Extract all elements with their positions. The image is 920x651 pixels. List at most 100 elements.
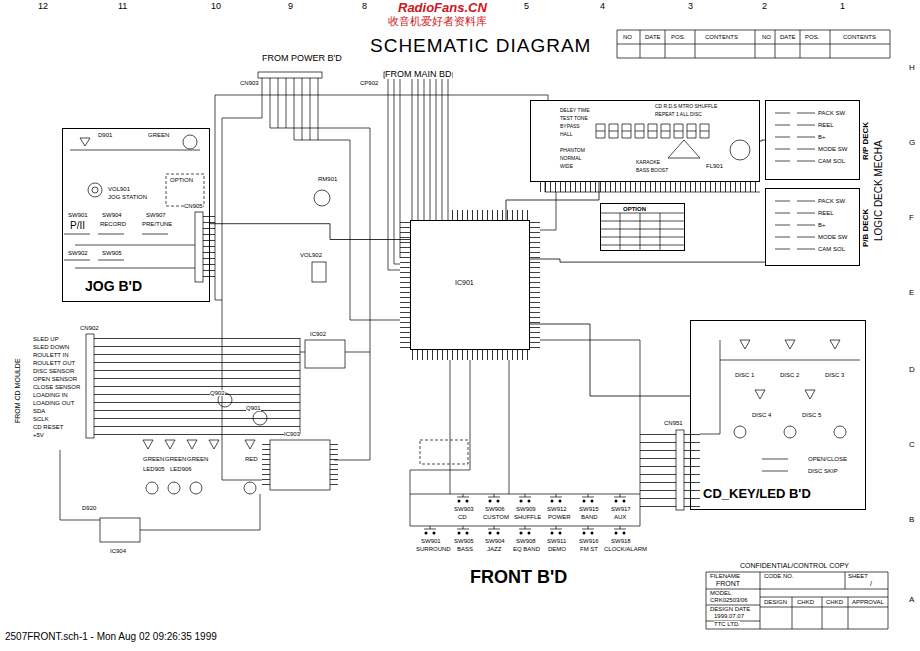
display-legend: TEST TONE xyxy=(560,116,588,121)
signal-name: LOADING IN xyxy=(33,392,68,398)
connector-body xyxy=(676,430,684,510)
table-header: CONTENTS xyxy=(843,34,876,40)
watermark: 收音机爱好者资料库 xyxy=(388,16,487,27)
title-block-text: MODEL xyxy=(710,590,731,596)
deck-signal: PACK SW xyxy=(818,198,845,204)
switch-function: PRE/TUNE xyxy=(142,221,172,227)
grid-number: 10 xyxy=(211,2,221,11)
deck-signal: CAM SOL xyxy=(818,158,845,164)
part-ref: SW905 xyxy=(454,538,474,544)
display-legend: DELEY TIME xyxy=(560,108,590,113)
transistor xyxy=(168,482,180,494)
table-header: NO xyxy=(623,34,632,40)
title-block-text: CODE NO. xyxy=(764,573,794,579)
connector-pins xyxy=(203,216,215,281)
part-ref: SW907 xyxy=(146,212,166,218)
transistor xyxy=(834,426,846,438)
display-legend: PHANTOM xyxy=(560,148,585,153)
wiring-group xyxy=(60,30,890,629)
part-ref: RM901 xyxy=(318,176,337,182)
transistor xyxy=(183,135,197,149)
deck-signal: MODE SW xyxy=(818,234,847,240)
part-ref: IC903 xyxy=(284,431,300,437)
switch-function: P/II xyxy=(70,221,85,231)
grid-number: 9 xyxy=(288,2,293,11)
option-frame xyxy=(166,174,204,206)
title-block-text: FRONT xyxy=(716,580,740,587)
switch-function: FM ST xyxy=(580,546,598,552)
node-label: IC901 xyxy=(455,279,474,286)
switch-function: POWER xyxy=(548,514,571,520)
grid-number: 12 xyxy=(38,2,48,11)
switch-function: DEMO xyxy=(548,546,566,552)
connector-body xyxy=(258,72,322,78)
display-digits xyxy=(596,124,750,160)
part-ref: SW916 xyxy=(579,538,599,544)
deck-signal: REEL xyxy=(818,122,834,128)
title-block-text: CHKD xyxy=(826,599,843,605)
led-color: GREEN xyxy=(143,456,164,462)
table-header: POS. xyxy=(805,34,819,40)
part-ref: SW911 xyxy=(547,538,566,544)
part-ref: SW909 xyxy=(516,506,536,512)
ic-box: IC901 xyxy=(410,220,530,350)
title-block-text: CHKD xyxy=(797,599,814,605)
ic-pins xyxy=(400,222,410,349)
board-heading: R/P DECK xyxy=(862,122,870,160)
part-ref: SW908 xyxy=(516,538,536,544)
board-heading: P/B DECK xyxy=(862,209,870,247)
grid-number: 1 xyxy=(840,2,845,11)
led-function: DISC 3 xyxy=(825,372,844,378)
part-ref: D901 xyxy=(98,132,112,138)
table-header: DATE xyxy=(780,34,796,40)
display-legend: NORMAL xyxy=(560,156,581,161)
part-ref: CN903 xyxy=(240,80,259,86)
led-color: GREEN xyxy=(148,132,169,138)
switch-terminal xyxy=(425,500,626,535)
transistor xyxy=(146,482,158,494)
part-ref: VOL902 xyxy=(300,252,322,258)
title-block-text: DESIGN DATE xyxy=(710,606,750,612)
jog-dial xyxy=(92,187,98,193)
signal-name: +5V xyxy=(33,432,44,438)
row-letter: C xyxy=(909,441,915,449)
transistor xyxy=(244,482,256,494)
switch-function: SURROUND xyxy=(416,546,451,552)
ic-body xyxy=(100,518,140,542)
title-block-text: SHEET xyxy=(848,573,868,579)
part-ref: SW905 xyxy=(102,250,122,256)
source-note: FROM POWER B'D xyxy=(262,54,342,63)
board-box: CD_KEY/LED B'D xyxy=(690,320,866,510)
wire-connector xyxy=(530,324,690,396)
grid-number: 4 xyxy=(600,2,605,11)
switch-function: EQ BAND xyxy=(513,546,540,552)
ic-body xyxy=(305,340,345,368)
title-block-text: FILENAME xyxy=(710,573,740,579)
transistor xyxy=(253,411,267,425)
switch-function: JAZZ xyxy=(487,546,501,552)
title-block-text: APPROVAL xyxy=(852,599,884,605)
switch-function: DISC SKIP xyxy=(808,468,838,474)
digit-segments xyxy=(596,124,709,158)
deck-signal: MODE SW xyxy=(818,146,847,152)
part-ref: SW902 xyxy=(68,250,88,256)
node-label: CD_KEY/LED B'D xyxy=(703,487,811,500)
disc-icon xyxy=(730,140,750,160)
signal-name: ROULETT OUT xyxy=(33,360,75,366)
ic-pins xyxy=(530,222,540,349)
part-ref: VOL901 xyxy=(108,186,130,192)
title-block-text: TTC LTD. xyxy=(714,621,740,627)
part-ref: CN951 xyxy=(664,420,683,426)
title-block-text: / xyxy=(870,580,872,587)
deck-signal: B+ xyxy=(818,222,826,228)
signal-name: LOADING OUT xyxy=(33,400,74,406)
signal-name: ROULETT IN xyxy=(33,352,69,358)
part-ref: CN905 xyxy=(184,203,203,209)
revision-table xyxy=(617,30,890,58)
row-letter: D xyxy=(909,366,915,374)
signal-name: CLOSE SENSOR xyxy=(33,384,80,390)
display-legend: HALL xyxy=(560,132,573,137)
